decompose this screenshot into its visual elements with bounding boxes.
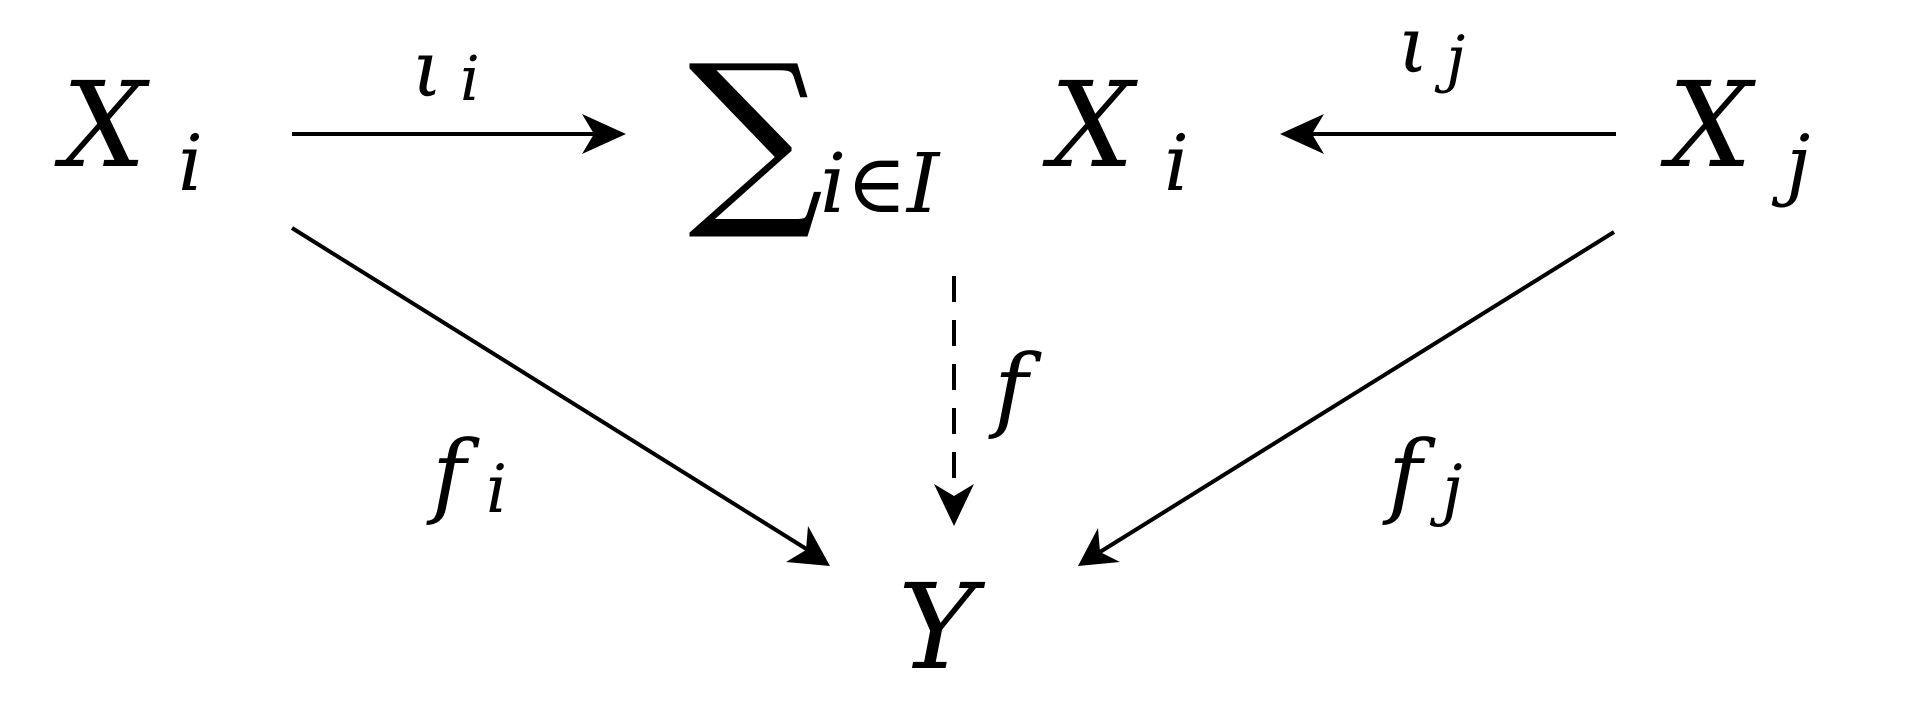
object-x-i-left: X i	[54, 56, 203, 209]
arrow-iota-j-head	[1280, 114, 1324, 154]
coproduct-x-base: X	[1042, 56, 1138, 194]
arrow-iota-i: ι i	[292, 25, 626, 154]
object-coproduct: ∑ i∈I X i	[688, 24, 1189, 245]
object-x-i-left-base: X	[54, 56, 150, 194]
coproduct-sum-symbol: ∑	[688, 24, 824, 245]
arrow-f-i-head	[786, 526, 830, 566]
arrow-iota-i-head	[582, 114, 626, 154]
arrow-f: f	[934, 276, 1042, 526]
object-y-base: Y	[898, 558, 986, 696]
arrow-f-j-head	[1078, 528, 1120, 566]
label-iota-i-base: ι	[412, 25, 443, 115]
coproduct-index: i∈I	[820, 137, 941, 232]
arrow-f-j: f j	[1078, 230, 1616, 566]
label-f-i-subscript: i	[486, 451, 507, 528]
object-x-i-left-subscript: i	[178, 119, 203, 209]
label-iota-i-subscript: i	[460, 42, 480, 115]
label-iota-j-base: ι	[1398, 1, 1429, 91]
object-y-bottom: Y	[898, 558, 986, 696]
object-x-j-right-subscript: j	[1771, 119, 1810, 209]
object-x-j-right: X j	[1660, 56, 1810, 209]
arrow-f-head	[934, 484, 974, 526]
arrow-f-i: f i	[290, 226, 830, 566]
label-f-j-subscript: j	[1429, 451, 1462, 528]
label-f-i-base: f	[426, 421, 480, 528]
label-f-j-base: f	[1382, 421, 1436, 528]
arrow-f-j-shaft	[1098, 230, 1616, 554]
coproduct-x-subscript: i	[1164, 119, 1189, 209]
label-iota-j-subscript: j	[1434, 22, 1465, 95]
arrow-iota-j: ι j	[1280, 1, 1616, 154]
label-f-base: f	[988, 335, 1042, 442]
arrow-f-i-shaft	[290, 226, 810, 552]
object-x-j-right-base: X	[1660, 56, 1756, 194]
